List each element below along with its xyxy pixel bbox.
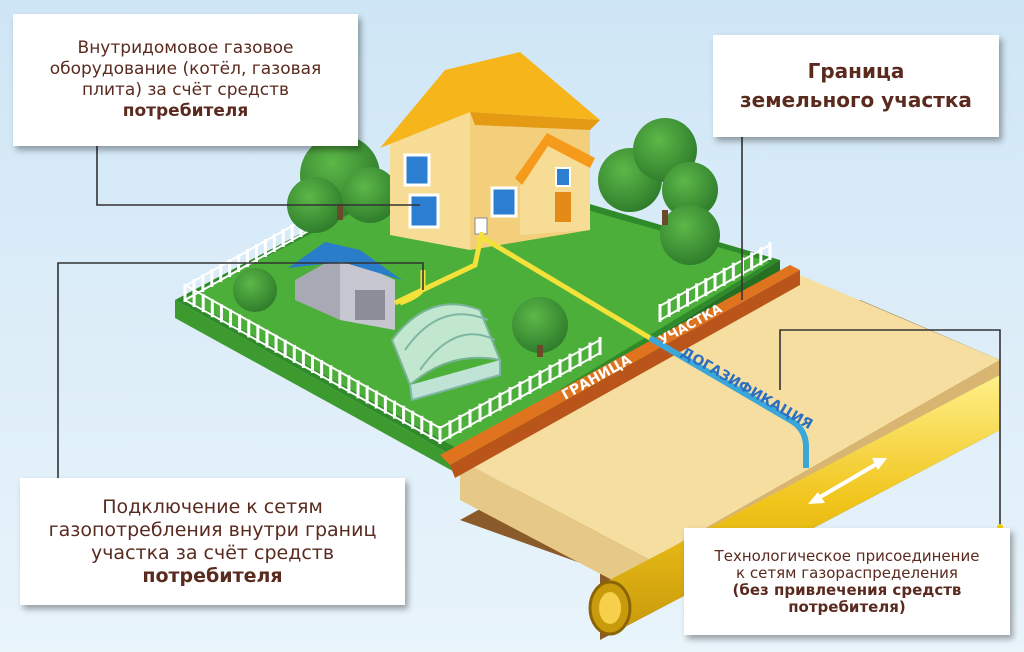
- tree: [512, 297, 568, 353]
- gas-pipe-internal: [393, 231, 485, 306]
- callout-line: плита) за счёт средств: [81, 80, 289, 100]
- gas-pipe-extension: [648, 335, 809, 468]
- greenhouse: [390, 303, 502, 402]
- tree: [660, 205, 720, 265]
- flow-arrow: [813, 460, 882, 502]
- callout-line: потребителя): [788, 597, 906, 616]
- callout-line: потребителя: [142, 564, 283, 587]
- callout-line: Внутридомовое газовое: [77, 38, 294, 58]
- leader-inside-connection: [57, 262, 424, 483]
- callout-line: газопотребления внутри границ: [48, 518, 377, 541]
- callout-line: потребителя: [122, 101, 249, 121]
- flow-arrow-head-right: [872, 458, 887, 470]
- callout-line: к сетям газораспределения: [736, 563, 958, 582]
- callout-line: земельного участка: [740, 88, 972, 112]
- trees: [233, 118, 720, 357]
- house-window: [403, 153, 431, 187]
- callout-tech-connection: Технологическое присоединение к сетям га…: [684, 528, 1010, 635]
- house-window: [490, 186, 518, 218]
- callout-line: оборудование (котёл, газовая: [49, 59, 322, 79]
- callout-inside-connection: Подключение к сетям газопотребления внут…: [20, 478, 405, 605]
- main-pipe-opening: [599, 592, 621, 624]
- callout-line: Граница: [807, 59, 905, 83]
- flow-arrow-head-left: [808, 492, 825, 504]
- leader-tech-connection: [779, 329, 1001, 525]
- underground-section: [460, 275, 1000, 640]
- callout-line: (без привлечения средств: [732, 580, 962, 599]
- gas-pipe-internal-to-boundary: [481, 235, 652, 341]
- tree: [233, 268, 277, 312]
- garage-roof: [288, 242, 402, 280]
- house-window: [408, 193, 440, 229]
- garage: [288, 242, 402, 330]
- boundary-strip: [440, 265, 800, 465]
- house-roof: [380, 52, 600, 148]
- leader-indoor: [96, 138, 420, 206]
- callout-line: Технологическое присоединение: [714, 546, 980, 565]
- callout-indoor-equipment: Внутридомовое газовое оборудование (котё…: [13, 14, 358, 146]
- callout-line: Подключение к сетям: [102, 495, 323, 518]
- tree: [662, 162, 718, 218]
- leader-lines: [57, 134, 1001, 525]
- callout-line: участка за счёт средств: [90, 541, 335, 564]
- garage-door: [355, 290, 385, 320]
- house-door: [555, 192, 571, 222]
- callout-plot-boundary: Граница земельного участка: [713, 35, 999, 137]
- house-window: [555, 167, 571, 187]
- gas-meter: [474, 217, 488, 235]
- house: [380, 52, 600, 250]
- tree: [342, 167, 398, 223]
